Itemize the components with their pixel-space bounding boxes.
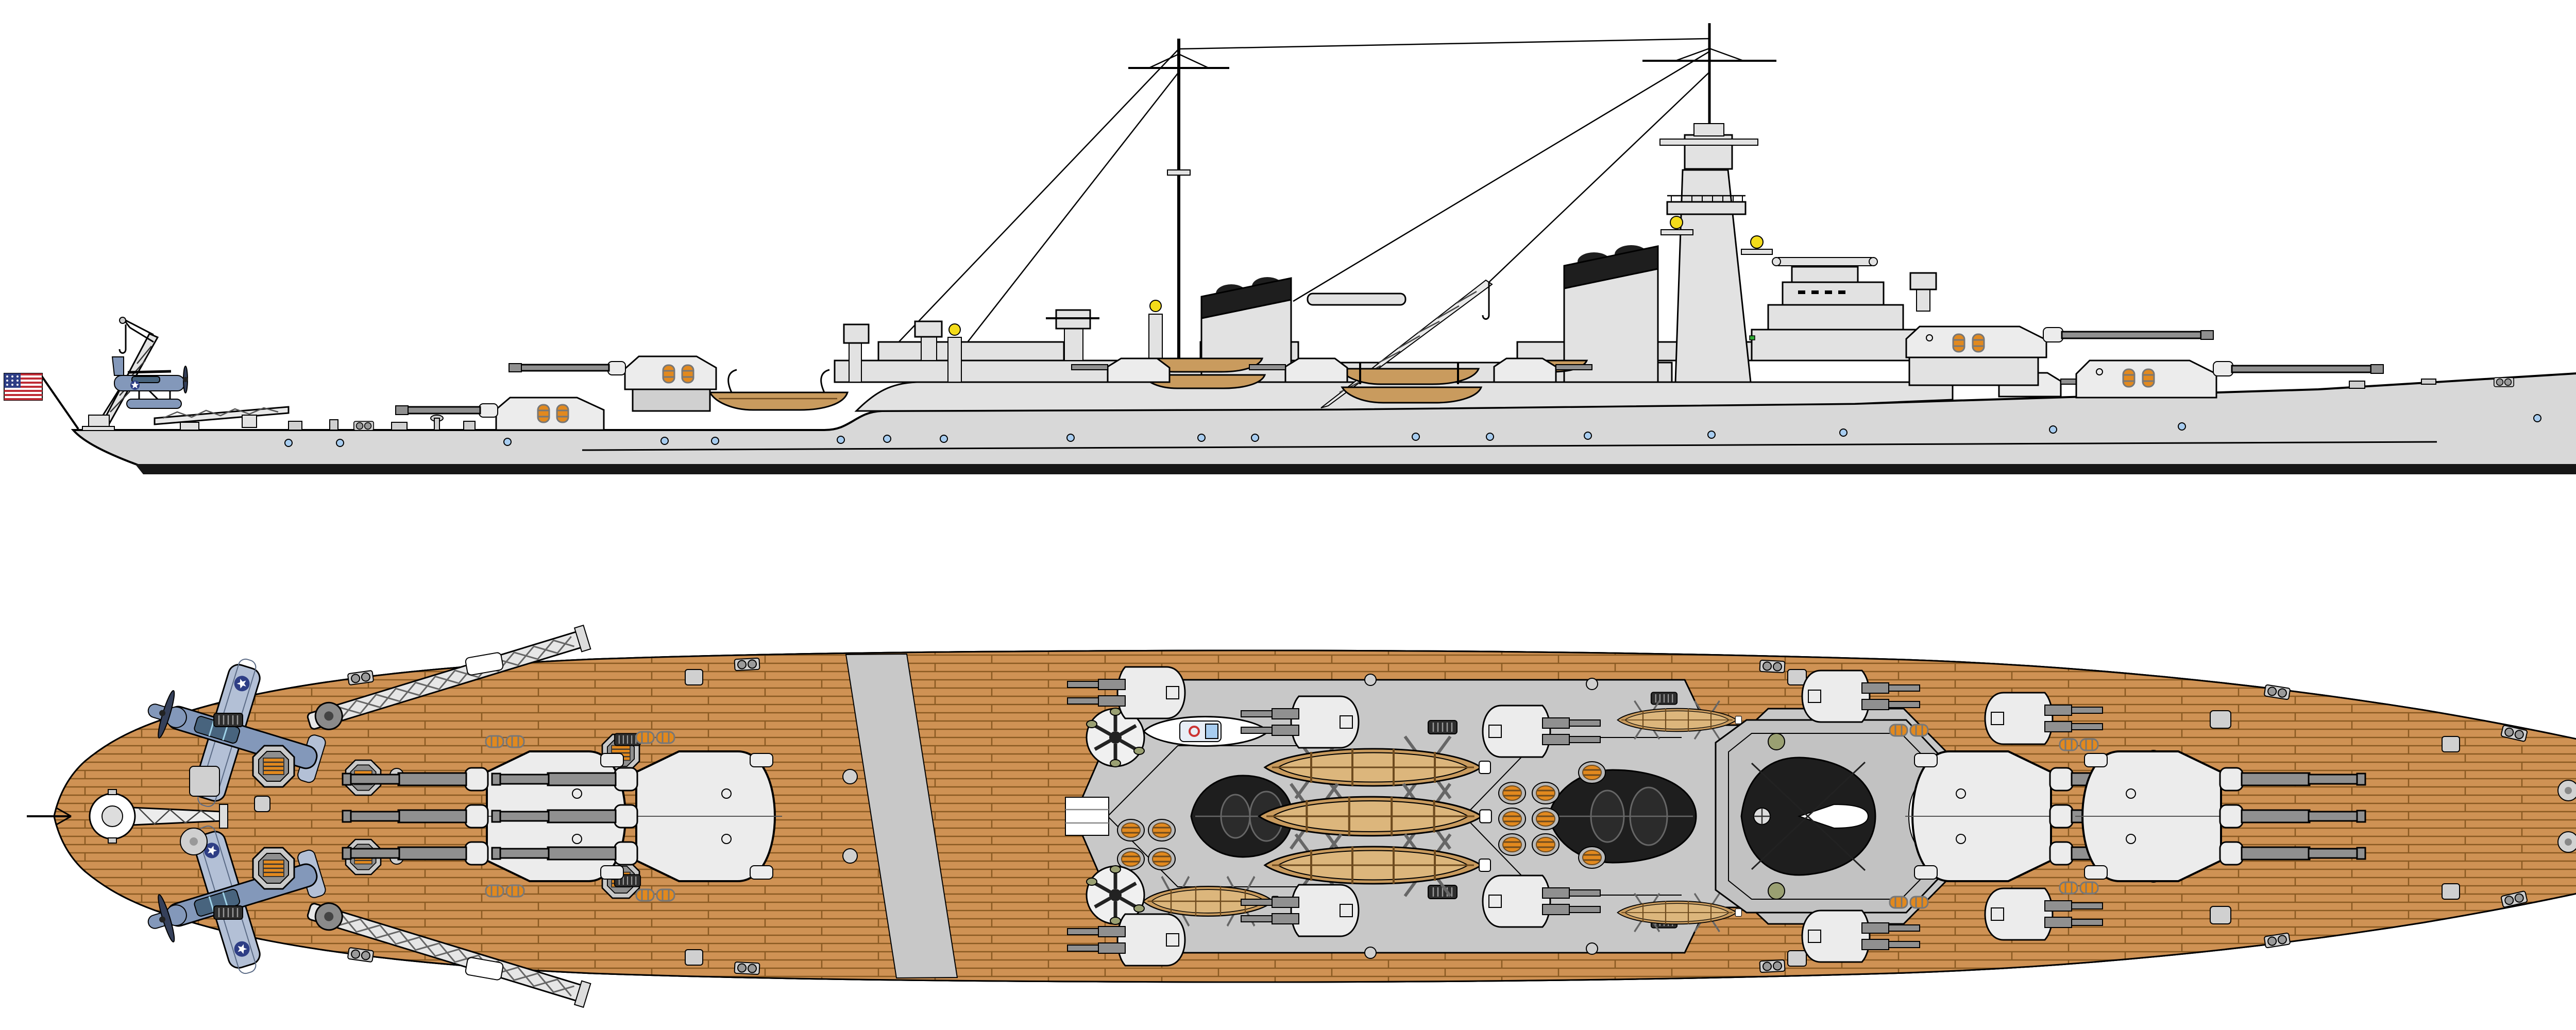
funnel-forward xyxy=(1563,245,1659,383)
bridge-plan xyxy=(1715,719,1959,914)
foremast-tower xyxy=(1659,123,1773,383)
stern-flagstaff-plan xyxy=(27,806,72,826)
side-view xyxy=(4,23,2576,474)
main-turret-b-side xyxy=(509,355,717,412)
catapult-side xyxy=(154,406,290,431)
superstructure-level3-aft xyxy=(877,341,1065,362)
plan-view xyxy=(27,623,2576,1009)
main-turret-a-side xyxy=(395,397,605,431)
aft-directors xyxy=(843,272,1937,383)
stern-crane-plan xyxy=(89,789,228,844)
ships-boats-plan xyxy=(1065,699,1743,933)
floatplane-side xyxy=(111,356,188,409)
bridge xyxy=(1749,257,1923,362)
deck-walkway-stripe xyxy=(845,653,958,979)
main-turret-d-side xyxy=(2075,359,2384,399)
motor-launch-plan xyxy=(1142,716,1270,747)
foremast-pole xyxy=(1642,23,1776,126)
armor-belt-line xyxy=(582,441,2437,451)
anchor-gear-plan xyxy=(2557,780,2576,853)
plan-edge-bollards xyxy=(347,652,2528,981)
us-ensign-flag xyxy=(4,373,79,430)
waterline-band xyxy=(135,464,2576,474)
funnel-aft-plan xyxy=(1190,775,1293,858)
mainmast xyxy=(1128,39,1229,382)
funnel-forward-plan xyxy=(1548,769,1697,864)
deck-fittings-aft xyxy=(288,415,476,431)
rigging-wires xyxy=(860,38,1710,383)
bow-fittings xyxy=(2349,377,2515,389)
hull-side xyxy=(71,372,2576,466)
main-turret-c-side xyxy=(1905,325,2214,386)
starboard-nav-light xyxy=(1749,335,1755,340)
